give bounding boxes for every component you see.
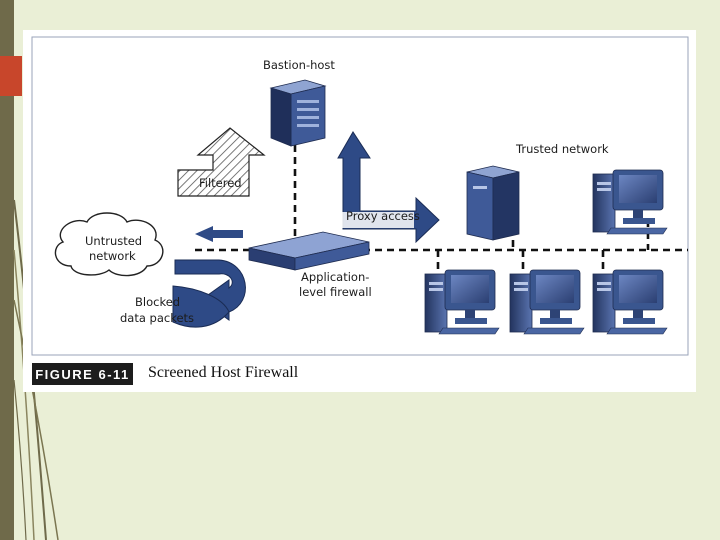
workstation-2 [509,269,585,335]
trusted-server [466,165,520,241]
filtered-label: Filtered [199,176,242,190]
firewall-device [248,231,370,271]
left-decor-bar [0,0,14,540]
filtered-arrow [177,127,266,197]
blocked-label-2: data packets [120,311,195,325]
untrusted-label-1: Untrusted [85,234,143,248]
untrusted-cloud [54,212,164,277]
workstation-3 [592,269,668,335]
figure-title: Screened Host Firewall [148,364,299,381]
blocked-label-1: Blocked [135,295,181,309]
bastion-host-label: Bastion-host [263,58,335,72]
network-diagram [31,36,689,356]
firewall-label-1: Application- [301,270,370,284]
small-left-arrow [195,226,243,242]
accent-block [0,56,22,96]
figure-panel: Bastion-host Trusted network Filtered Pr… [23,30,696,392]
proxy-access-label: Proxy access [346,209,420,223]
trusted-network-label: Trusted network [516,142,609,156]
bastion-host-server [269,79,327,147]
firewall-label-2: level firewall [299,285,372,299]
untrusted-label-2: network [89,249,136,263]
figure-number: FIGURE 6-11 [32,363,133,385]
network-links [195,145,688,270]
workstation-top-right [592,169,668,235]
workstation-1 [424,269,500,335]
